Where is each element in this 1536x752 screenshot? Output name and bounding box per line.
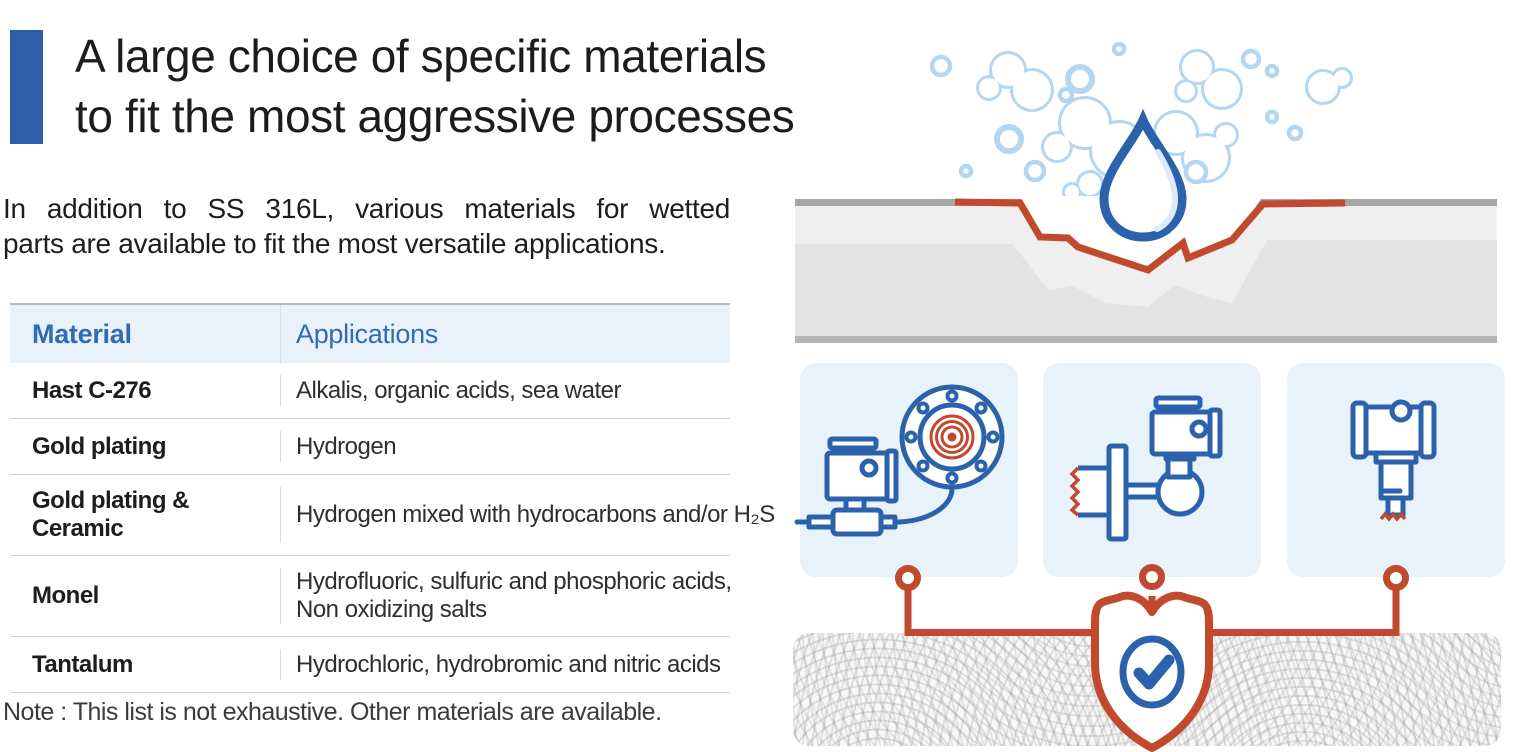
shield-check-icon [1091, 591, 1213, 752]
applications-cell: Hydrochloric, hydrobromic and nitric aci… [280, 649, 730, 680]
applications-cell: Alkalis, organic acids, sea water [280, 375, 730, 406]
corroded-plate-graphic [795, 196, 1497, 343]
table-row: Monel Hydrofluoric, sulfuric and phosphor… [10, 556, 732, 637]
table-row: Hast C-276 Alkalis, organic acids, sea wa… [10, 363, 730, 419]
material-cell: Tantalum [32, 650, 133, 678]
intro-paragraph: In addition to SS 316L, various material… [3, 191, 730, 261]
applications-cell: Hydrogen mixed with hydrocarbons and/or … [280, 487, 775, 543]
title-accent-bar [10, 30, 43, 144]
material-cell: Gold plating [32, 432, 166, 460]
footnote: Note : This list is not exhaustive. Othe… [3, 698, 662, 726]
page-title-line2: to fit the most aggressive processes [75, 90, 795, 142]
header-material: Material [32, 318, 132, 349]
applications-cell: Hydrogen [280, 431, 730, 462]
page-title-line1: A large choice of specific materials [75, 30, 767, 82]
material-cell: Monel [32, 582, 99, 609]
page-title: A large choice of specific materials to … [75, 26, 795, 146]
corrosion-line [954, 198, 1346, 274]
table-row: Tantalum Hydrochloric, hydrobromic and ni… [10, 637, 730, 693]
table-row: Gold plating & Ceramic Hydrogen mixed wit… [10, 475, 775, 556]
header-applications: Applications [280, 305, 730, 363]
table-header-row: Material Applications [10, 305, 730, 363]
applications-cell: Hydrofluoric, sulfuric and phosphoric ac… [280, 568, 732, 624]
table-body: Hast C-276 Alkalis, organic acids, sea wa… [10, 363, 775, 693]
connector-lines [895, 564, 1409, 636]
remote-seal-transmitter-icon [794, 384, 1005, 537]
materials-table: Material Applications Hast C-276 Alkalis,… [10, 303, 775, 693]
table-row: Gold plating Hydrogen [10, 419, 730, 475]
intro-line2: parts are available to fit the most vers… [3, 228, 666, 259]
material-cell: Hast C-276 [32, 376, 152, 404]
compact-transmitter-icon [1350, 399, 1437, 522]
flanged-seal-transmitter-icon [1069, 395, 1223, 542]
intro-line1: In addition to SS 316L, various material… [3, 193, 730, 224]
water-drop-icon [1099, 108, 1187, 242]
material-cell: Gold plating & Ceramic [32, 487, 189, 542]
bubbles-icon [929, 41, 1353, 202]
